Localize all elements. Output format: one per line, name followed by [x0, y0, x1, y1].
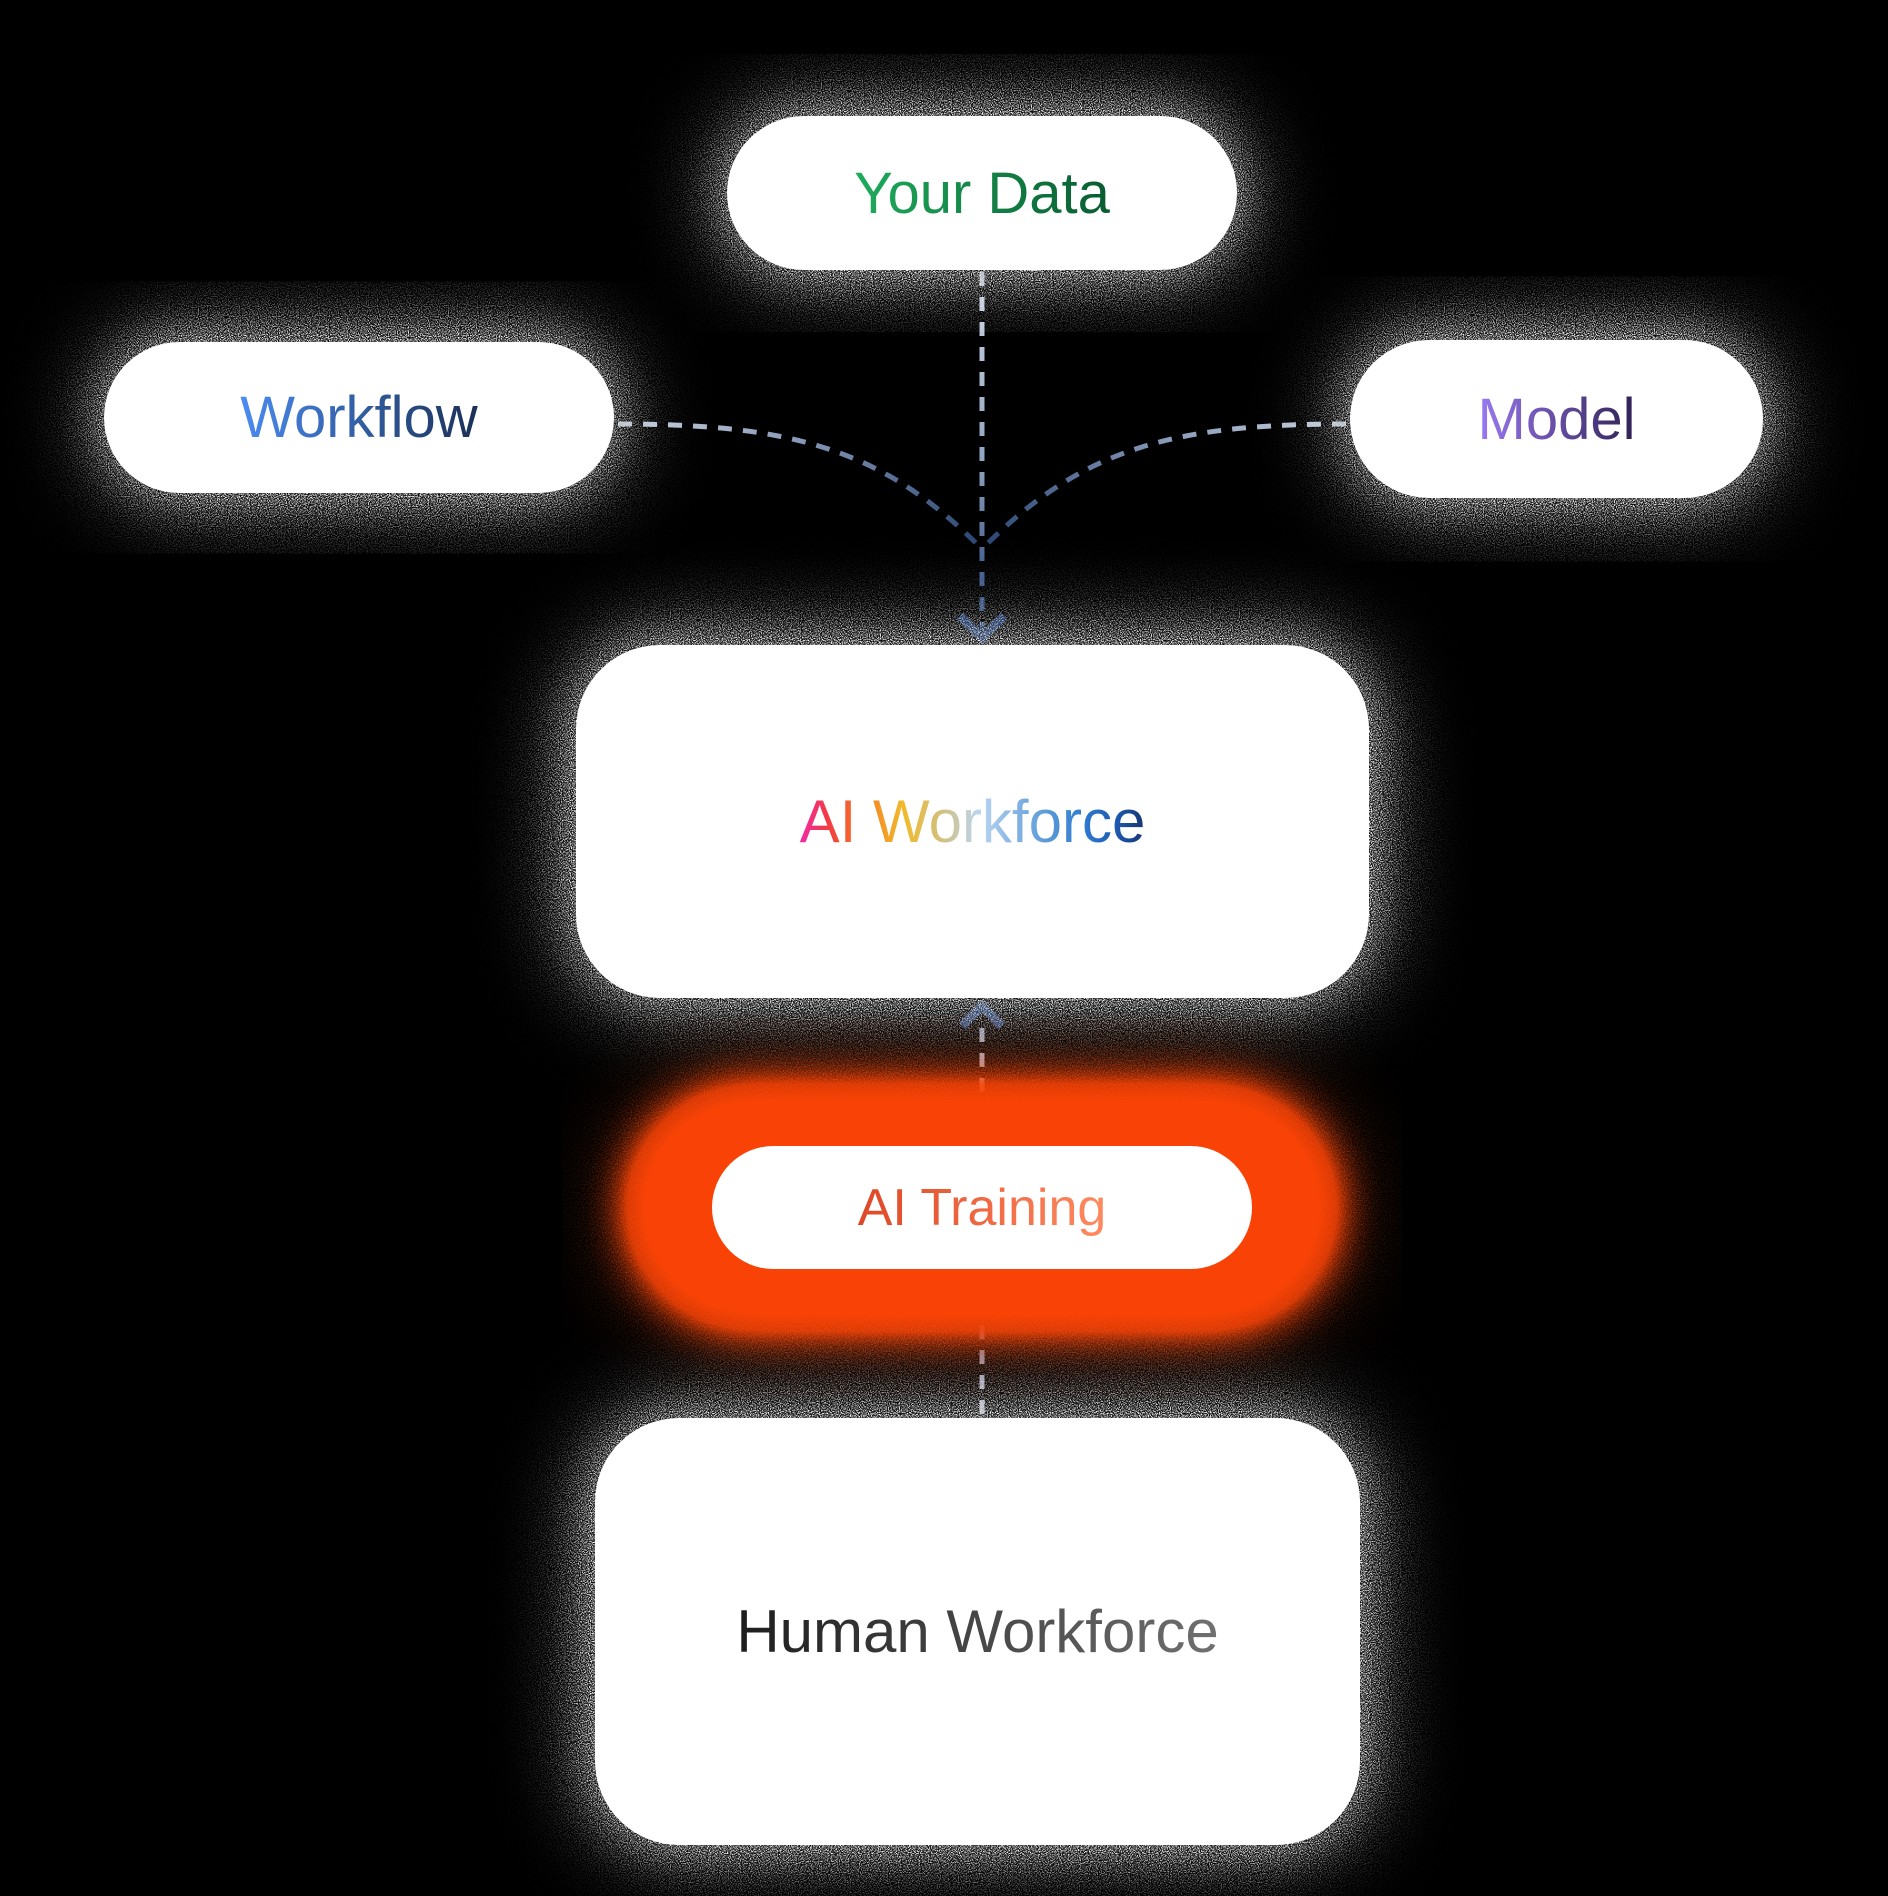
human-workforce-box: Human Workforce [595, 1418, 1360, 1845]
node-ai-workforce: AI Workforce [576, 645, 1369, 998]
node-model: Model [1350, 340, 1763, 498]
node-ai-training: AI Training [642, 1101, 1322, 1314]
ai-training-label: AI Training [857, 1178, 1107, 1237]
ai-training-pill: AI Training [712, 1146, 1252, 1269]
workflow-pill: Workflow [104, 342, 614, 493]
node-workflow: Workflow [104, 342, 614, 493]
workflow-label: Workflow [240, 385, 478, 450]
arrow-down-icon [956, 612, 1008, 645]
connector-model-to-aiworkforce [984, 421, 1347, 547]
your-data-label: Your Data [854, 160, 1110, 226]
human-workforce-label: Human Workforce [736, 1598, 1219, 1665]
node-your-data: Your Data [727, 116, 1237, 270]
model-label: Model [1477, 386, 1636, 452]
model-pill: Model [1350, 340, 1763, 498]
connector-workflow-to-aiworkforce [617, 421, 980, 547]
arrow-up-icon [958, 1271, 1006, 1302]
your-data-pill: Your Data [727, 116, 1237, 270]
node-human-workforce: Human Workforce [595, 1418, 1360, 1845]
ai-workforce-box: AI Workforce [576, 645, 1369, 998]
arrow-up-icon [958, 999, 1006, 1030]
ai-workforce-label: AI Workforce [799, 788, 1146, 855]
